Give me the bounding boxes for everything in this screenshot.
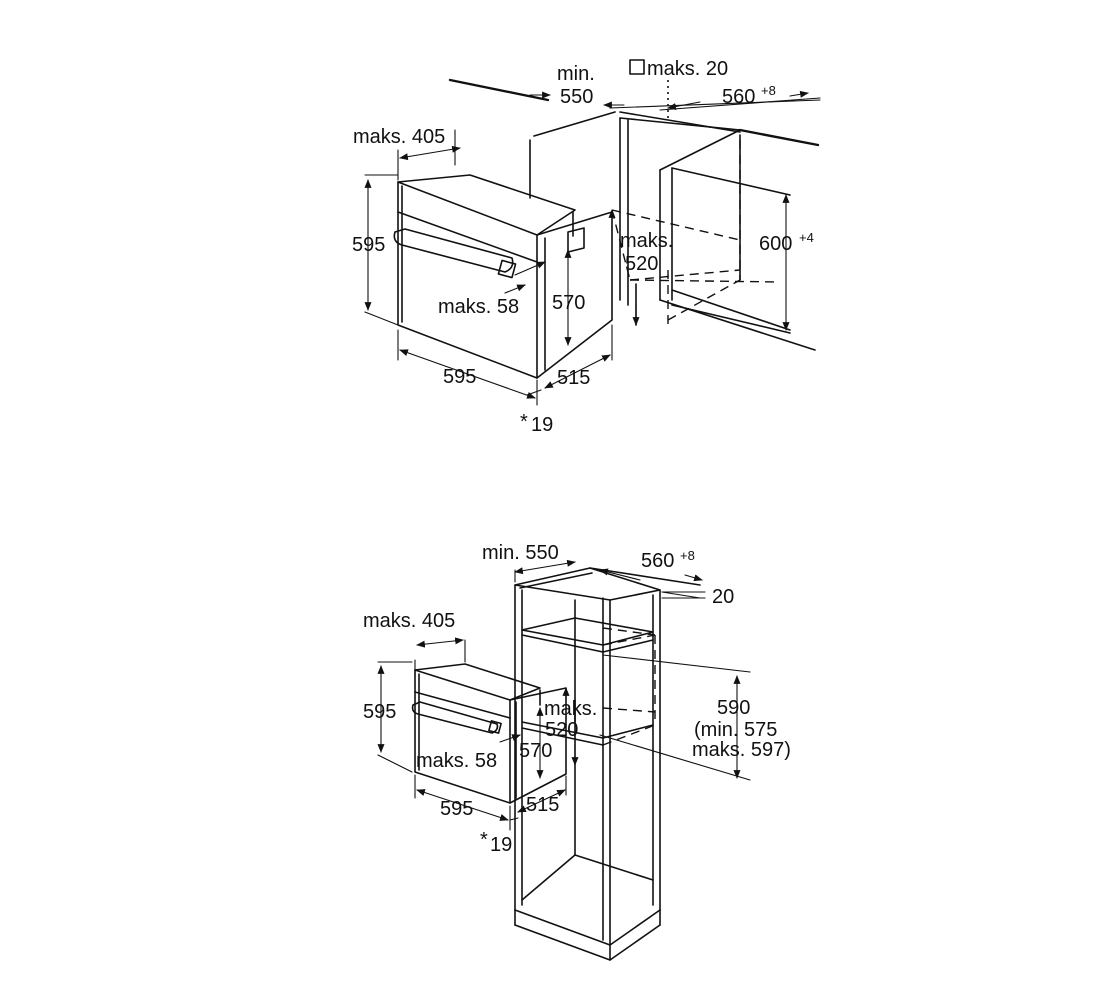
bottom-oven-width: 595 <box>440 798 473 820</box>
bottom-dimension-lines <box>377 559 741 831</box>
top-opening-width-tol: +8 <box>761 83 776 98</box>
bottom-rear-gap-label: maks. <box>544 698 597 720</box>
bottom-cabinet-depth: min. 550 <box>482 542 559 564</box>
top-cabinet-depth: 550 <box>560 86 593 108</box>
top-oven-height: 595 <box>352 234 385 256</box>
bottom-rear-gap-value: 520 <box>545 719 578 741</box>
bottom-opening-width: 560 <box>641 550 674 572</box>
bottom-shelf-thickness: 20 <box>712 586 734 608</box>
bottom-front-thickness: 19 <box>490 834 512 856</box>
top-cabinet <box>448 78 821 351</box>
bottom-body-height: 570 <box>519 740 552 762</box>
bottom-oven-height: 595 <box>363 701 396 723</box>
top-oven <box>393 174 613 379</box>
bottom-oven <box>411 663 567 804</box>
top-body-height: 570 <box>552 292 585 314</box>
top-rear-gap-value: 520 <box>625 253 658 275</box>
top-front-thickness: 19 <box>531 414 553 436</box>
top-rear-gap-label: maks. <box>620 230 673 252</box>
top-square-max-depth: maks. 20 <box>647 58 728 80</box>
bottom-niche-max: maks. 597) <box>692 739 791 761</box>
bottom-star: * <box>480 829 488 851</box>
top-min-label: min. <box>557 63 595 85</box>
bottom-niche-min: (min. 575 <box>694 719 777 741</box>
bottom-front-depth: maks. 58 <box>416 750 497 772</box>
top-oven-width: 595 <box>443 366 476 388</box>
square-icon <box>629 59 645 75</box>
top-body-depth: 515 <box>557 367 590 389</box>
bottom-labels: min. 550 560 +8 20 maks. 405 595 maks. 5… <box>363 542 791 856</box>
top-star: * <box>520 411 528 433</box>
top-opening-width: 560 <box>722 86 755 108</box>
bottom-opening-width-tol: +8 <box>680 548 695 563</box>
top-labels: min. 550 maks. 20 560 +8 600 +4 maks. 40… <box>352 58 814 436</box>
top-dimension-lines <box>364 90 809 406</box>
top-opening-height-tol: +4 <box>799 230 814 245</box>
top-handle-depth: maks. 405 <box>353 126 445 148</box>
top-front-depth: maks. 58 <box>438 296 519 318</box>
bottom-body-depth: 515 <box>526 794 559 816</box>
bottom-handle-depth: maks. 405 <box>363 610 455 632</box>
bottom-tall-cabinet <box>514 567 751 961</box>
bottom-niche-height: 590 <box>717 697 750 719</box>
top-opening-height: 600 <box>759 233 792 255</box>
